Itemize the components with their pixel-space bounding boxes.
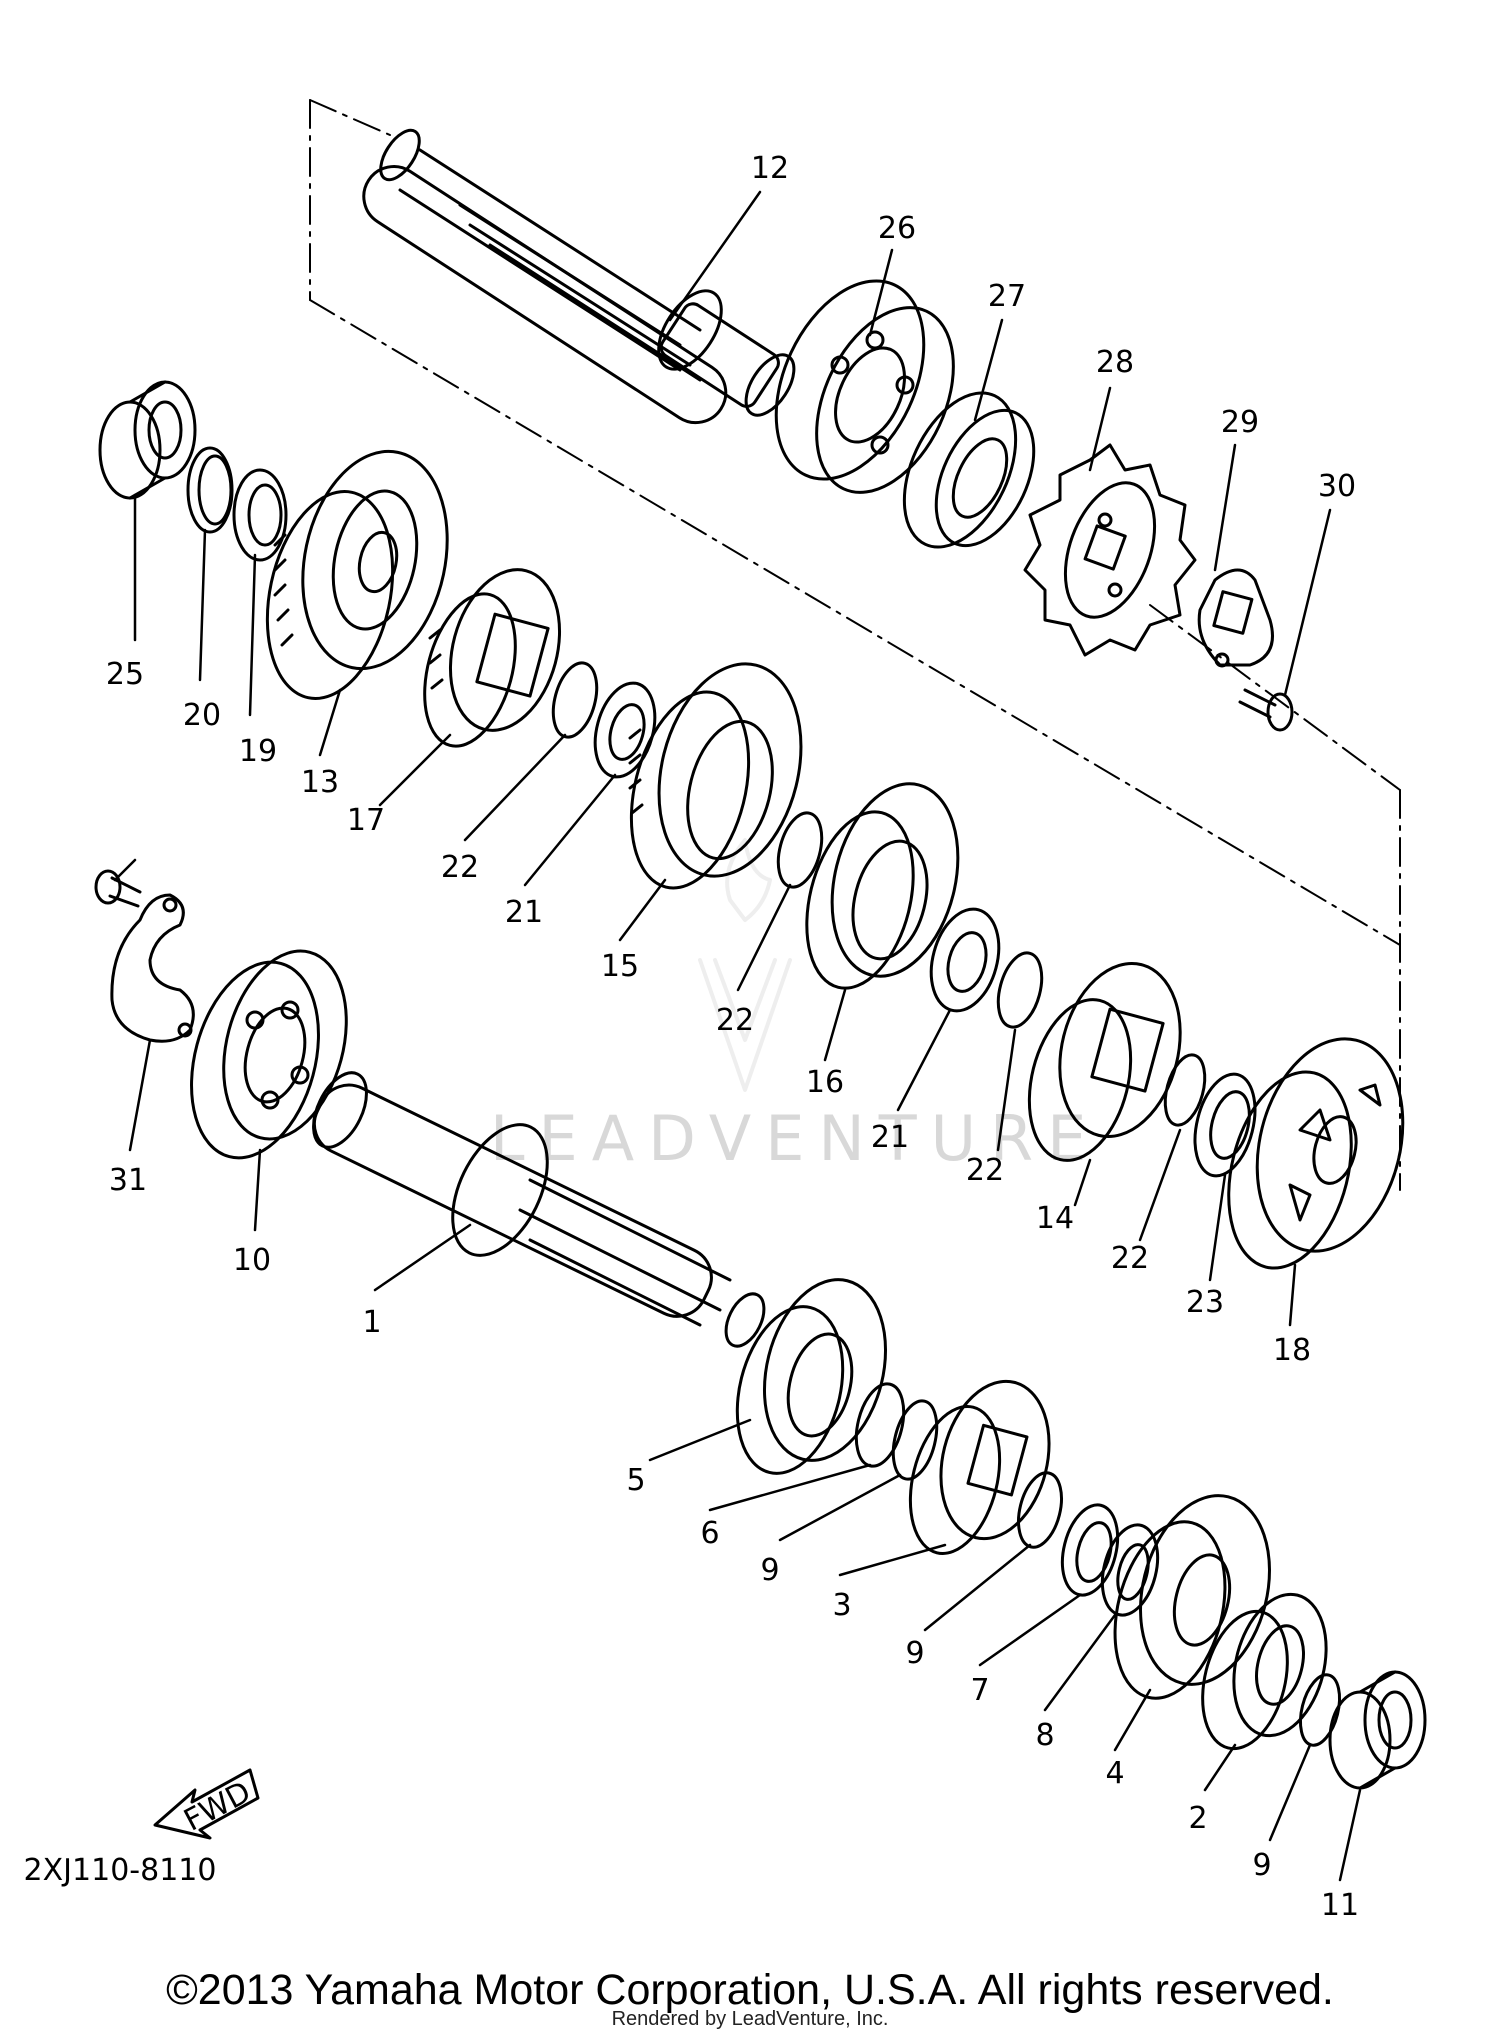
fwd-label: FWD <box>178 1775 256 1839</box>
washer-23[interactable] <box>1185 1068 1264 1182</box>
main-axle[interactable] <box>303 1064 772 1352</box>
washer-19[interactable] <box>234 470 286 560</box>
gear-4[interactable] <box>1098 1482 1289 1710</box>
screw-31[interactable] <box>96 871 140 906</box>
callout-22b[interactable]: 22 <box>716 1003 754 1038</box>
splined-washer-21b[interactable] <box>921 901 1010 1018</box>
circlip-22b[interactable] <box>771 808 829 892</box>
callout-2[interactable]: 2 <box>1188 1801 1207 1836</box>
callout-8[interactable]: 8 <box>1035 1718 1054 1753</box>
callout-21a[interactable]: 21 <box>505 895 543 930</box>
callout-10[interactable]: 10 <box>233 1243 271 1278</box>
circlip-20[interactable] <box>188 448 232 532</box>
rendered-by-notice: Rendered by LeadVenture, Inc. <box>611 2008 889 2030</box>
callout-23[interactable]: 23 <box>1186 1285 1224 1320</box>
callout-16[interactable]: 16 <box>806 1065 844 1100</box>
bolt-29[interactable] <box>1240 690 1292 730</box>
watermark-text: LEADVENTURE <box>490 1102 1100 1175</box>
assembly-bracket-lines <box>309 99 1401 1191</box>
fwd-arrow-icon <box>153 1768 260 1840</box>
callout-15[interactable]: 15 <box>601 949 639 984</box>
callout-22c[interactable]: 22 <box>966 1153 1004 1188</box>
drive-axle[interactable] <box>352 124 803 434</box>
callout-12[interactable]: 12 <box>751 151 789 186</box>
callout-28[interactable]: 29 <box>1221 405 1259 440</box>
gear-2[interactable] <box>1189 1584 1340 1757</box>
bearing-10[interactable] <box>171 937 366 1172</box>
callout-7[interactable]: 7 <box>970 1673 989 1708</box>
callout-19[interactable]: 19 <box>239 734 277 769</box>
circlip-22c[interactable] <box>991 948 1049 1032</box>
gear-14[interactable] <box>1014 951 1198 1172</box>
copyright-notice: ©2013 Yamaha Motor Corporation, U.S.A. A… <box>166 1966 1334 2014</box>
callout-11[interactable]: 11 <box>1321 1888 1359 1923</box>
callout-18[interactable]: 18 <box>1273 1333 1311 1368</box>
callout-29[interactable]: 30 <box>1318 469 1356 504</box>
leader-lines <box>113 190 1362 1882</box>
callout-25[interactable]: 26 <box>878 211 916 246</box>
callout-20[interactable]: 20 <box>183 698 221 733</box>
callout-17[interactable]: 17 <box>347 803 385 838</box>
callout-30[interactable]: 31 <box>109 1163 147 1198</box>
callout-26[interactable]: 27 <box>988 279 1026 314</box>
oil-seal-26[interactable] <box>882 375 1054 564</box>
callout-14[interactable]: 14 <box>1036 1201 1074 1236</box>
washer-7[interactable] <box>1054 1499 1127 1601</box>
diagram-code: 2XJ110-8110 <box>24 1853 217 1888</box>
circlip-22a[interactable] <box>546 658 604 742</box>
callout-22a[interactable]: 22 <box>441 850 479 885</box>
watermark-logo <box>698 838 792 1092</box>
drive-sprocket-27[interactable] <box>1025 445 1195 655</box>
gear-16[interactable] <box>790 770 977 999</box>
callout-5[interactable]: 5 <box>626 1463 645 1498</box>
bearing-25[interactable] <box>747 257 981 514</box>
circlip-9a[interactable] <box>886 1396 944 1483</box>
needle-bearing-11[interactable] <box>1330 1672 1425 1788</box>
callout-labels: 12 26 27 28 29 30 25 20 19 13 17 22 21 1… <box>106 151 1359 1923</box>
callout-3[interactable]: 3 <box>832 1588 851 1623</box>
gear-3[interactable] <box>896 1370 1065 1563</box>
circlip-9c[interactable] <box>1294 1671 1346 1750</box>
callout-22d[interactable]: 22 <box>1111 1241 1149 1276</box>
retainer-plate-30[interactable] <box>112 895 193 1041</box>
gear-17[interactable] <box>409 557 576 756</box>
gear-18[interactable] <box>1210 1023 1425 1281</box>
lock-washer-28[interactable] <box>1199 570 1272 666</box>
gear-13[interactable] <box>249 438 466 710</box>
needle-bearing-24[interactable] <box>100 382 195 498</box>
callout-4[interactable]: 4 <box>1105 1756 1124 1791</box>
callout-27[interactable]: 28 <box>1096 345 1134 380</box>
callout-6[interactable]: 6 <box>700 1516 719 1551</box>
gear-5[interactable] <box>721 1267 904 1485</box>
callout-9c[interactable]: 9 <box>1252 1848 1271 1883</box>
gear-15[interactable] <box>612 649 822 901</box>
callout-13[interactable]: 13 <box>301 765 339 800</box>
callout-9a[interactable]: 9 <box>760 1553 779 1588</box>
callout-9b[interactable]: 9 <box>905 1636 924 1671</box>
splined-washer-8[interactable] <box>1094 1519 1167 1621</box>
callout-1[interactable]: 1 <box>362 1305 381 1340</box>
callout-21b[interactable]: 21 <box>871 1120 909 1155</box>
callout-24[interactable]: 25 <box>106 657 144 692</box>
circlip-9b[interactable] <box>1011 1468 1068 1551</box>
